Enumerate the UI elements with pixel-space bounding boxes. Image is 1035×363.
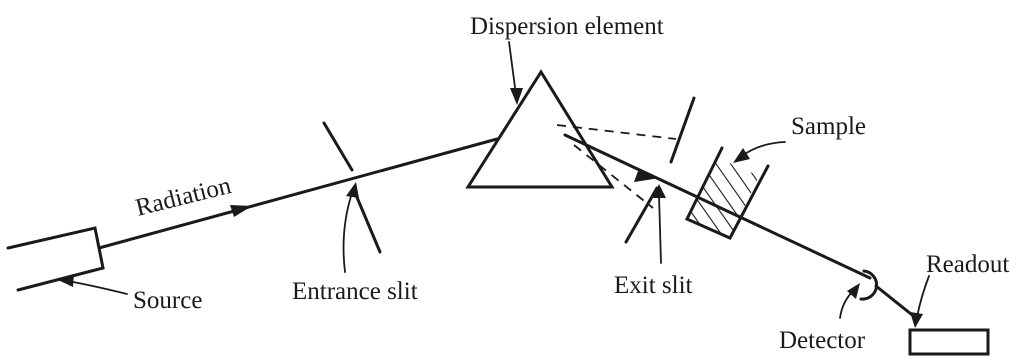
- exit-slit-label: Exit slit: [614, 272, 693, 299]
- leader-arrows: [58, 41, 930, 328]
- radiation-direction-arrow: [230, 205, 252, 217]
- readout-label: Readout: [926, 251, 1009, 278]
- dispersion-prism: [465, 69, 615, 189]
- exit-beam-arrow: [634, 171, 660, 182]
- entrance-slit: [322, 121, 382, 254]
- dispersion-element-label: Dispersion element: [470, 13, 664, 40]
- detector-readout-link: [874, 284, 918, 320]
- dispersed-beam-upper: [556, 124, 677, 140]
- entrance-slit-label: Entrance slit: [292, 278, 418, 305]
- detector-label: Detector: [779, 327, 866, 354]
- incident-beam: [97, 137, 499, 250]
- dispersed-beam-lower: [573, 144, 654, 209]
- sample-cuvette: [684, 146, 770, 240]
- sample-label: Sample: [791, 113, 866, 140]
- source-lamp: [6, 226, 105, 292]
- source-label: Source: [133, 287, 202, 314]
- readout-box: [908, 328, 990, 356]
- exit-slit: [624, 96, 696, 244]
